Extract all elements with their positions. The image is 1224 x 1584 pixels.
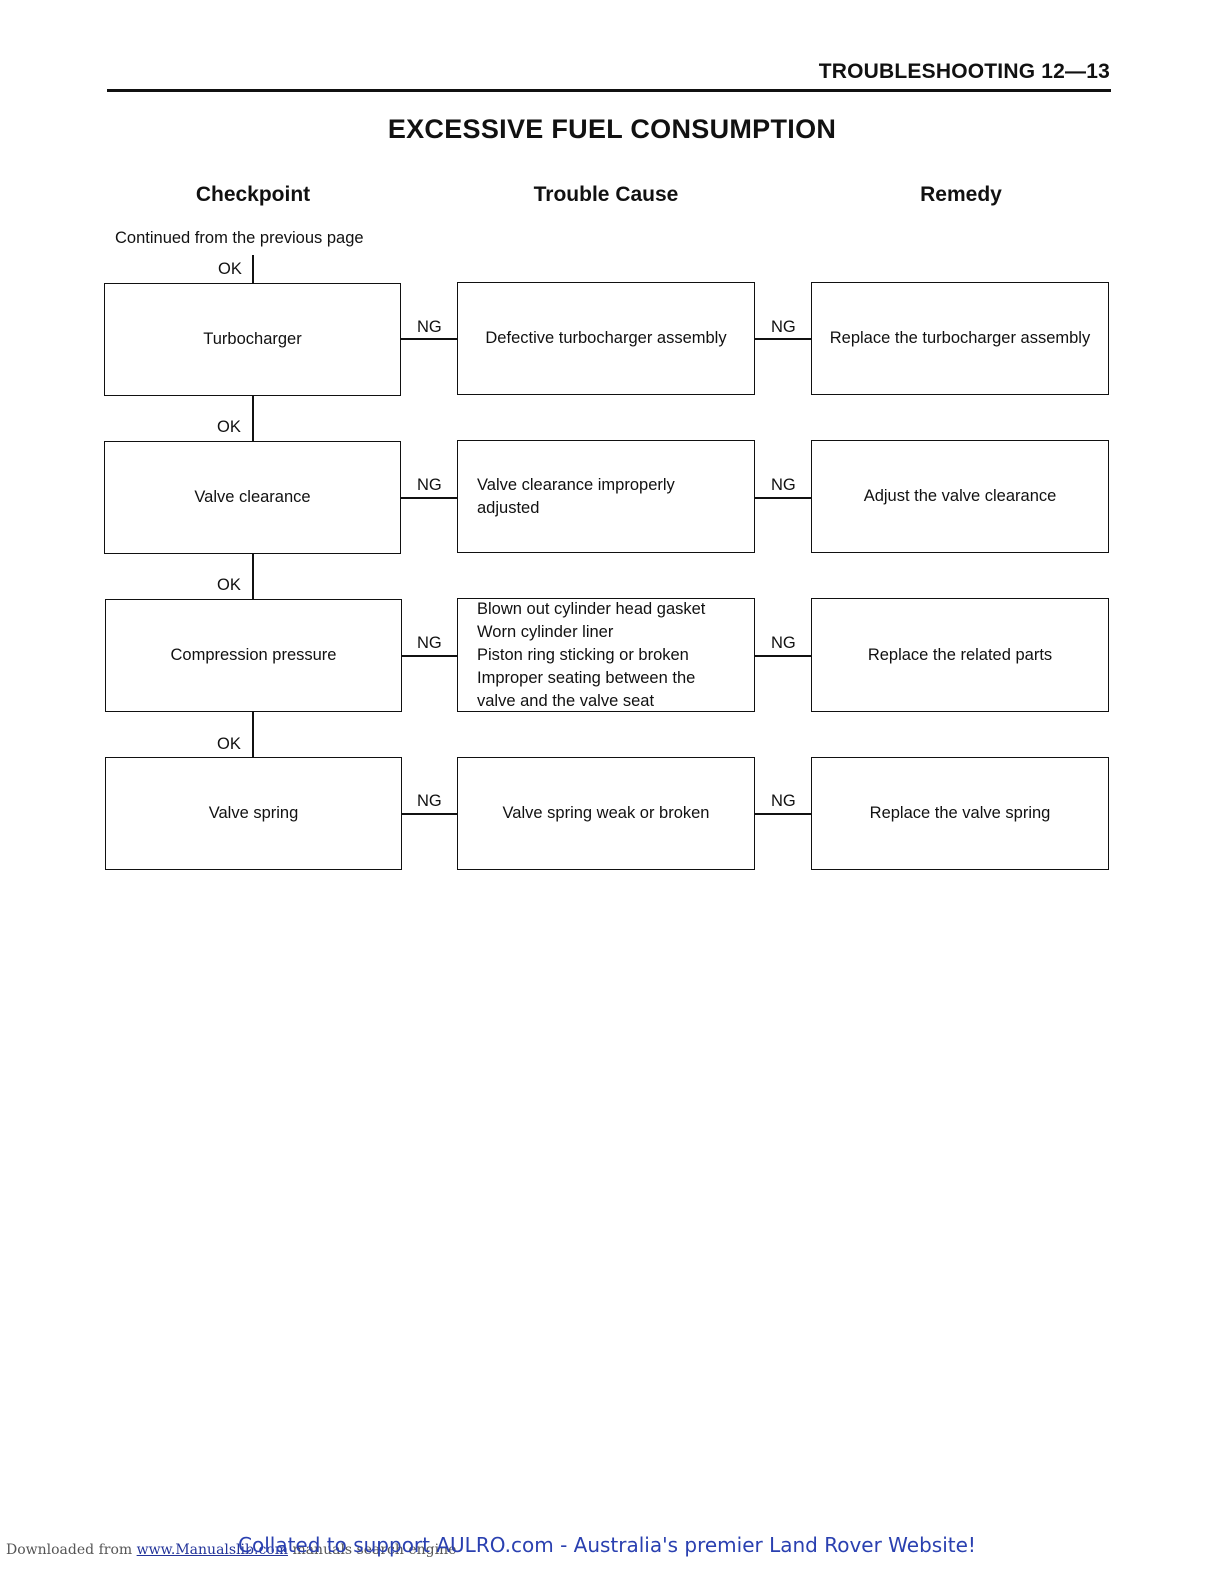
- header-rule: [107, 89, 1111, 92]
- manualslib-link[interactable]: www.Manualslib.com: [136, 1542, 288, 1558]
- continued-note: Continued from the previous page: [115, 229, 364, 247]
- cause-line: Blown out cylinder head gasket: [477, 599, 706, 618]
- checkpoint-label: Valve spring: [208, 804, 299, 822]
- remedy-box: Replace the related parts: [811, 598, 1109, 712]
- ok-connector: [252, 255, 254, 283]
- ng-connector: [401, 338, 458, 340]
- ng-label: NG: [771, 318, 796, 336]
- cause-line: Valve clearance improperly: [477, 475, 675, 494]
- cause-line: Piston ring sticking or broken: [477, 645, 689, 664]
- ng-label: NG: [417, 476, 442, 494]
- downloaded-text: Downloaded from: [6, 1542, 133, 1558]
- ok-connector: [252, 712, 254, 757]
- checkpoint-box: Compression pressure: [105, 599, 402, 712]
- ok-label: OK: [217, 735, 241, 753]
- remedy-label: Replace the related parts: [867, 645, 1053, 664]
- ng-connector: [755, 338, 812, 340]
- remedy-label: Replace the valve spring: [869, 804, 1051, 822]
- column-checkpoint: Checkpoint: [195, 183, 311, 206]
- ng-label: NG: [771, 476, 796, 494]
- remedy-box: Adjust the valve clearance: [811, 440, 1109, 553]
- ok-connector: [252, 396, 254, 441]
- cause-box: Blown out cylinder head gasket Worn cyli…: [457, 598, 755, 712]
- ng-label: NG: [417, 318, 442, 336]
- collated-note: Collated to support AULRO.com - Australi…: [238, 1533, 976, 1557]
- column-trouble-cause: Trouble Cause: [533, 183, 679, 206]
- remedy-label: Adjust the valve clearance: [863, 487, 1057, 505]
- cause-label: Valve spring weak or broken: [502, 804, 710, 822]
- remedy-box: Replace the valve spring: [811, 757, 1109, 870]
- cause-line: valve and the valve seat: [477, 691, 655, 710]
- remedy-box: Replace the turbocharger assembly: [811, 282, 1109, 395]
- section-header: TROUBLESHOOTING 12—13: [818, 60, 1110, 83]
- ng-connector: [402, 813, 458, 815]
- ng-label: NG: [771, 634, 796, 652]
- cause-line: Worn cylinder liner: [477, 622, 614, 641]
- checkpoint-label: Valve clearance: [194, 488, 311, 506]
- cause-line: Improper seating between the: [477, 668, 696, 687]
- remedy-label: Replace the turbocharger assembly: [829, 329, 1091, 347]
- download-footer: Downloaded from www.Manualslib.com manua…: [6, 1542, 456, 1558]
- ok-connector: [252, 554, 254, 599]
- ng-label: NG: [771, 792, 796, 810]
- page-title: EXCESSIVE FUEL CONSUMPTION: [387, 114, 837, 144]
- checkpoint-label: Compression pressure: [170, 646, 337, 664]
- column-remedy: Remedy: [920, 183, 1002, 206]
- checkpoint-box: Valve spring: [105, 757, 402, 870]
- ng-connector: [755, 497, 812, 499]
- cause-box: Valve spring weak or broken: [457, 757, 755, 870]
- search-engine-text: manuals search engine: [292, 1542, 457, 1558]
- ng-connector: [755, 655, 812, 657]
- checkpoint-box: Turbocharger: [104, 283, 401, 396]
- ok-label: OK: [218, 260, 242, 278]
- ng-label: NG: [417, 634, 442, 652]
- ok-label: OK: [217, 576, 241, 594]
- cause-line: adjusted: [477, 498, 540, 517]
- ng-connector: [401, 497, 458, 499]
- ng-label: NG: [417, 792, 442, 810]
- checkpoint-box: Valve clearance: [104, 441, 401, 554]
- ng-connector: [402, 655, 458, 657]
- cause-box: Defective turbocharger assembly: [457, 282, 755, 395]
- ok-label: OK: [217, 418, 241, 436]
- cause-label: Defective turbocharger assembly: [485, 329, 727, 347]
- ng-connector: [755, 813, 812, 815]
- cause-box: Valve clearance improperly adjusted: [457, 440, 755, 553]
- checkpoint-label: Turbocharger: [203, 330, 302, 348]
